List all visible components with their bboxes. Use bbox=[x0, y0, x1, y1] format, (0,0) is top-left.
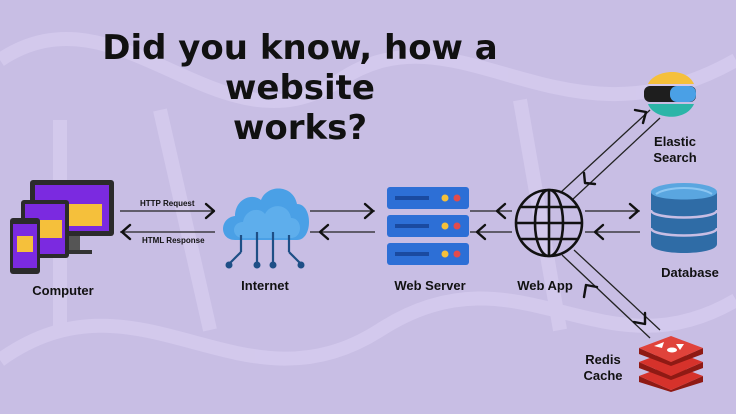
diagram-title: Did you know, how a website works? bbox=[40, 28, 560, 148]
title-line-2: works? bbox=[232, 108, 368, 148]
elastic-search-logo-icon bbox=[644, 71, 696, 117]
arrow-up-left-icon bbox=[582, 283, 599, 299]
elastic-label-line-1: Elastic bbox=[654, 134, 696, 149]
arrow-left-icon bbox=[318, 223, 330, 241]
computer-label: Computer bbox=[32, 283, 94, 298]
web-app-label: Web App bbox=[517, 278, 573, 293]
redis-logo-icon bbox=[639, 336, 703, 392]
database-label: Database bbox=[661, 265, 719, 280]
arrow-left-icon bbox=[475, 223, 487, 241]
redis-label-line-1: Redis bbox=[585, 352, 621, 367]
arrow-up-right-icon bbox=[633, 108, 648, 125]
arrow-down-right-icon bbox=[632, 311, 647, 326]
arrow-left-icon bbox=[593, 223, 605, 241]
computer-icon bbox=[10, 180, 114, 274]
database-icon bbox=[649, 183, 719, 253]
html-response-label: HTML Response bbox=[142, 236, 205, 245]
edge-app-redis-2 bbox=[573, 249, 661, 331]
arrow-right-icon bbox=[363, 202, 375, 220]
http-request-label: HTTP Request bbox=[140, 199, 195, 208]
redis-cache-label: Redis Cache bbox=[572, 352, 634, 384]
internet-label: Internet bbox=[241, 278, 289, 293]
elastic-label-line-2: Search bbox=[653, 150, 697, 165]
redis-label-line-2: Cache bbox=[583, 368, 623, 383]
arrow-down-left-icon bbox=[582, 171, 597, 186]
edge-app-elastic-1 bbox=[559, 109, 651, 194]
edge-app-elastic-2 bbox=[571, 117, 661, 201]
edge-app-redis-1 bbox=[561, 254, 651, 339]
arrow-right-icon bbox=[628, 202, 640, 220]
cloud-icon bbox=[223, 188, 309, 269]
server-icon bbox=[387, 187, 469, 265]
arrow-left-icon bbox=[120, 223, 132, 241]
globe-icon bbox=[514, 188, 584, 258]
web-server-label: Web Server bbox=[394, 278, 466, 293]
title-line-1: Did you know, how a website bbox=[102, 28, 498, 108]
arrow-right-icon bbox=[204, 202, 216, 220]
elastic-search-label: Elastic Search bbox=[640, 134, 710, 166]
arrow-left-icon bbox=[495, 202, 507, 220]
